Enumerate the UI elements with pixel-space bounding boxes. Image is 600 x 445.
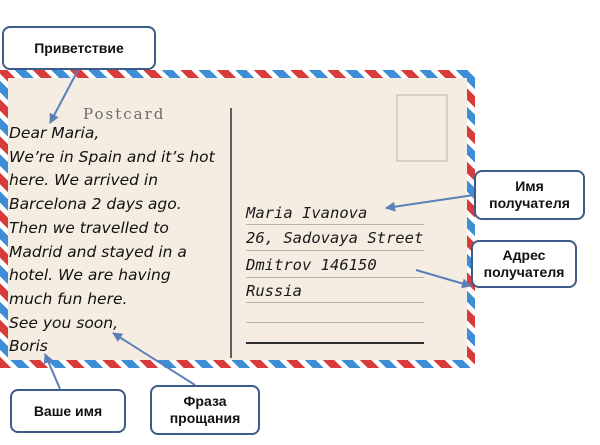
postcard: Postcard Dear Maria, We’re in Spain and …: [0, 70, 475, 368]
callout-recipient-address-line1: Адрес: [502, 247, 546, 263]
message-line: Boris: [9, 337, 48, 356]
address-underline: [246, 322, 424, 323]
address-underline: [246, 277, 424, 278]
address-underline: [246, 224, 424, 225]
message-line: Madrid and stayed in a: [9, 242, 187, 261]
message-text: Dear Maria, We’re in Spain and it’s hot …: [9, 122, 231, 359]
address-name: Maria Ivanova: [246, 204, 368, 222]
address-underline-bold: [246, 342, 424, 344]
callout-farewell: Фраза прощания: [150, 385, 260, 435]
callout-your-name: Ваше имя: [10, 389, 126, 433]
arrow-recipient-name: [385, 194, 475, 212]
message-line: We’re in Spain and it’s hot: [9, 147, 215, 166]
message-line: hotel. We are having: [9, 266, 171, 285]
arrow-greeting: [49, 69, 79, 124]
address-street: 26, Sadovaya Street: [246, 229, 424, 247]
address-city: Dmitrov 146150: [246, 256, 377, 274]
arrow-farewell: [112, 332, 196, 386]
arrow-recipient-address: [415, 269, 472, 289]
address-underline: [246, 302, 424, 303]
callout-farewell-line1: Фраза: [183, 393, 227, 409]
callout-greeting-text: Приветствие: [34, 39, 124, 56]
callout-recipient-name-line1: Имя: [515, 178, 544, 194]
callout-farewell-line2: прощания: [169, 410, 241, 426]
postcard-divider: [230, 108, 232, 358]
callout-recipient-address: Адрес получателя: [471, 240, 577, 288]
stamp-placeholder: [396, 94, 448, 162]
message-line: See you soon,: [9, 313, 119, 332]
callout-your-name-text: Ваше имя: [33, 402, 103, 419]
callout-greeting: Приветствие: [2, 26, 156, 70]
postcard-title: Postcard: [83, 105, 166, 123]
message-line: Then we travelled to: [9, 218, 169, 237]
callout-recipient-address-line2: получателя: [483, 264, 565, 280]
callout-recipient-name: Имя получателя: [474, 170, 585, 220]
arrow-your-name: [43, 353, 61, 390]
message-line: much fun here.: [9, 289, 128, 308]
address-underline: [246, 250, 424, 251]
message-line: Dear Maria,: [9, 124, 100, 142]
address-country: Russia: [246, 282, 302, 300]
callout-recipient-name-line2: получателя: [489, 195, 570, 211]
message-line: Barcelona 2 days ago.: [9, 195, 182, 214]
message-line: here. We arrived in: [9, 171, 159, 190]
